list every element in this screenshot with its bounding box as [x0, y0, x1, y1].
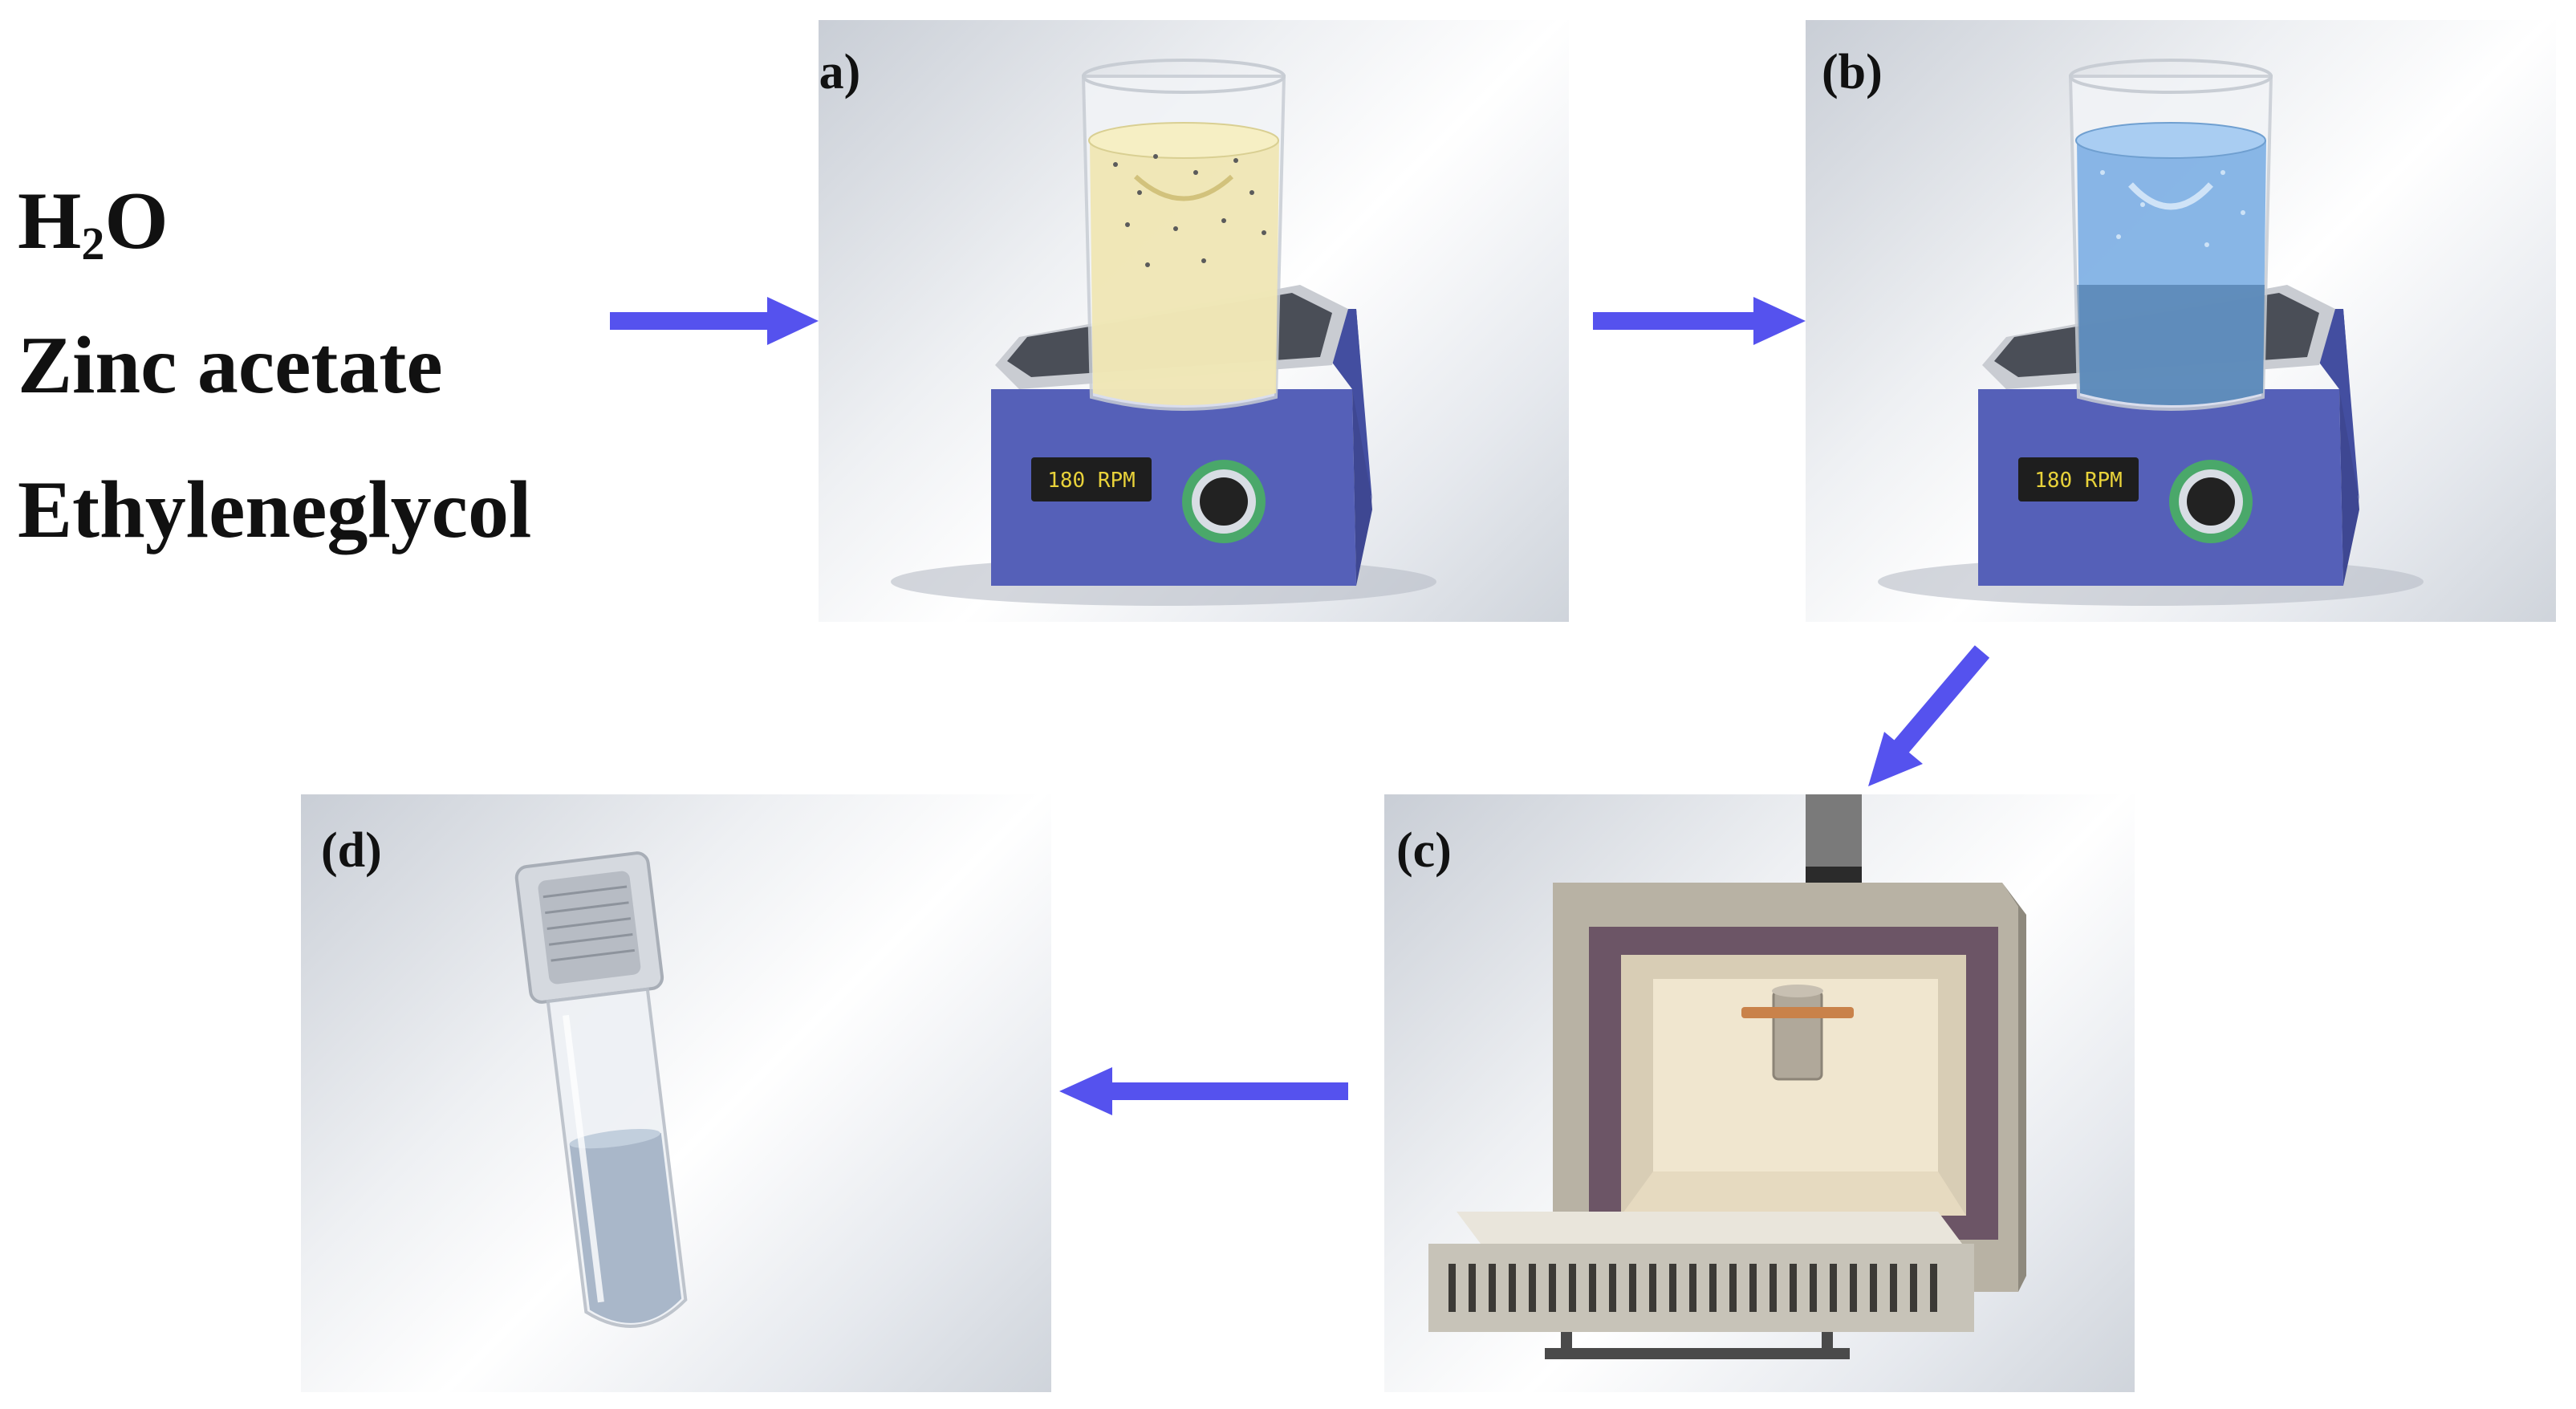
rpm-display [2018, 457, 2139, 501]
stirrer-knob [1200, 477, 1248, 526]
arrow-head [767, 297, 819, 345]
reagent-water-o: O [104, 176, 169, 266]
arrow-head [1868, 732, 1923, 786]
arrow-head [1059, 1067, 1112, 1115]
arrow-reagents-to-a [610, 297, 819, 345]
door-vents [1448, 1264, 1937, 1312]
stirrer-body-side [1340, 309, 1372, 586]
arrow-shaft [610, 312, 770, 330]
stirrer-knob [2187, 477, 2235, 526]
arrow-shaft [1107, 1082, 1348, 1100]
test-tube-illustration [514, 851, 688, 1328]
autoclave-clamp [1741, 1007, 1854, 1018]
reagent-zinc-acetate: Zinc acetate [18, 320, 443, 411]
arrow-shaft [1593, 312, 1757, 330]
rpm-display-text: 180 RPM [1047, 469, 1136, 493]
panel-c-furnace: (c) [1384, 794, 2135, 1392]
panel-b-stirrer: 180 RPM (b) [1806, 20, 2556, 622]
stirrer-body-front [991, 389, 1356, 586]
rpm-display-text: 180 RPM [2034, 469, 2123, 493]
reagent-list: H2O Zinc acetate Ethyleneglycol [18, 181, 628, 614]
panel-c-label: (c) [1396, 823, 1452, 878]
bubbles [2100, 170, 2245, 247]
panel-a-label: (a) [819, 45, 861, 99]
stirrer-body-front [1978, 389, 2343, 586]
arrow-a-to-b [1593, 297, 1806, 345]
panel-b-label: (b) [1822, 45, 1883, 99]
reagent-water-subscript: 2 [81, 217, 105, 270]
autoclave [1772, 989, 1823, 1081]
solution-yellow [1090, 140, 1279, 405]
furnace-door-top [1457, 1212, 1962, 1244]
furnace-door [1428, 1244, 1974, 1332]
arrow-shaft [1892, 645, 1990, 754]
panel-d-test-tube: (d) [301, 794, 1051, 1392]
panel-d-label: (d) [321, 823, 382, 878]
rpm-display [1031, 457, 1152, 501]
panel-a-stirrer: 180 RPM (a) [819, 20, 1569, 622]
door-handle [1545, 1348, 1850, 1359]
stirrer-body-side [2327, 309, 2359, 586]
bubbles [1113, 154, 1266, 267]
reagent-ethyleneglycol: Ethyleneglycol [18, 465, 532, 555]
reagent-water-h: H [18, 176, 82, 266]
stirrer-illustration-b: 180 RPM [1878, 59, 2424, 606]
arrow-c-to-d [1059, 1067, 1348, 1115]
arrow-b-to-c [1868, 645, 1990, 786]
stirrer-illustration-a: 180 RPM [891, 59, 1436, 606]
reagent-water: H2O [18, 181, 628, 325]
cap-ridges [542, 885, 635, 962]
furnace-illustration [1428, 794, 2026, 1359]
arrow-head [1753, 297, 1806, 345]
